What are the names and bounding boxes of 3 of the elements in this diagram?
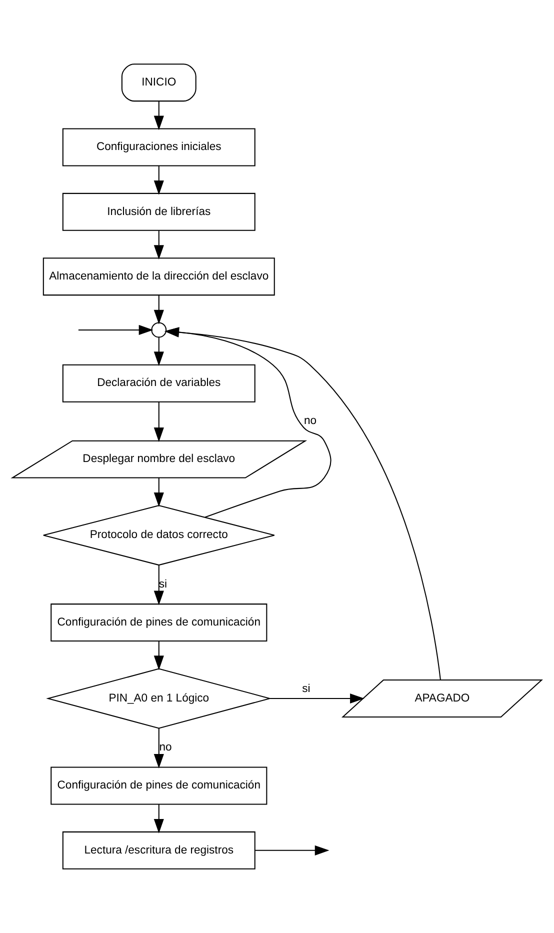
edge-label: no xyxy=(159,742,172,754)
edge-label: si xyxy=(302,683,310,696)
edge-label: no xyxy=(304,415,317,428)
